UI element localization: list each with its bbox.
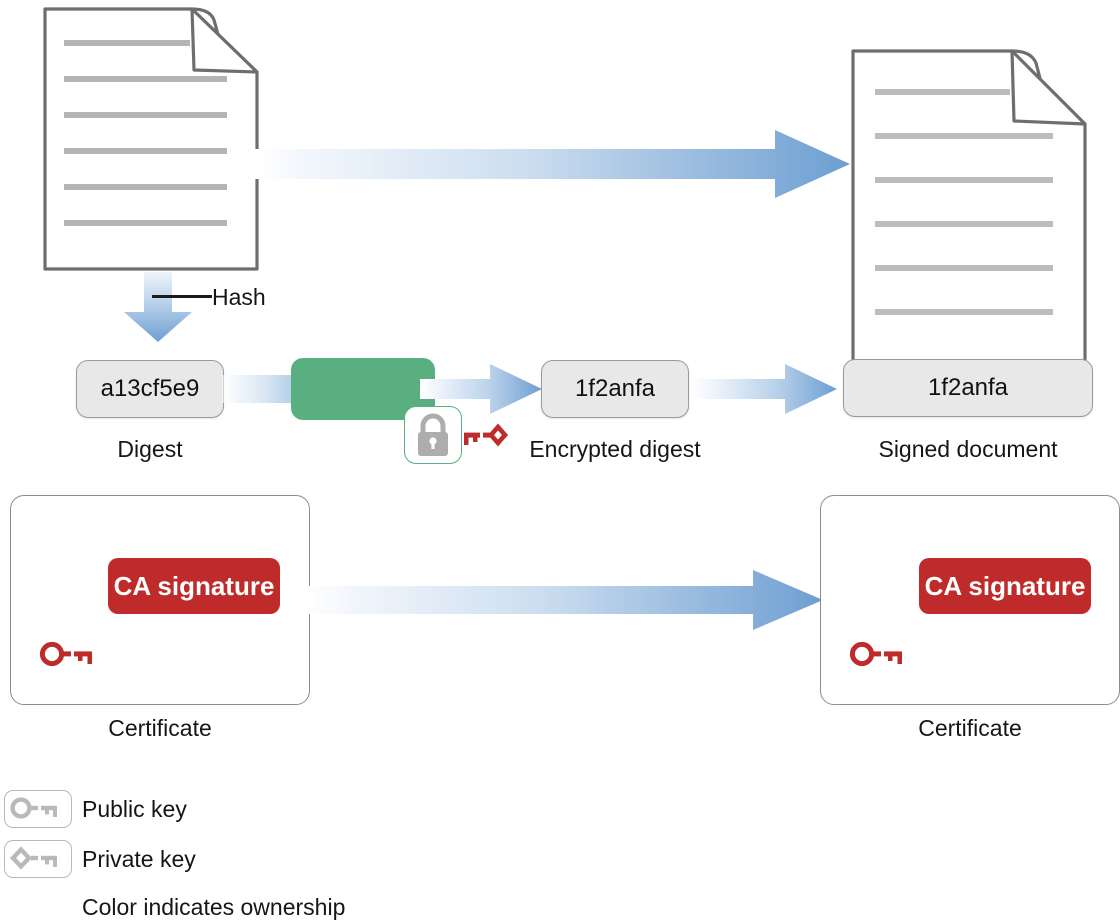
document-rules [875, 89, 1053, 315]
encrypted-digest-caption: Encrypted digest [529, 436, 701, 462]
signed-document-chip: 1f2anfa [843, 359, 1093, 417]
document-rules [64, 40, 227, 226]
digest-chip: a13cf5e9 [76, 360, 224, 418]
lock-icon [418, 413, 448, 456]
digest-caption: Digest [117, 436, 183, 462]
document-icon [43, 7, 259, 271]
encrypted-digest-value: 1f2anfa [574, 375, 656, 402]
private-key-icon [458, 418, 514, 452]
digest-to-signed-doc-arrow [692, 362, 837, 416]
signed-document-caption: Signed document [878, 436, 1058, 462]
certificate-transfer-arrow [305, 568, 823, 632]
certificate-card-left: CA signature [10, 495, 310, 705]
certificate-caption-left: Certificate [108, 715, 212, 741]
hash-label: Hash [212, 284, 266, 310]
legend-private-key-swatch [4, 840, 72, 878]
signed-document-icon [851, 49, 1087, 363]
digest-to-encrypt-arrow [222, 375, 297, 403]
hash-arrow [122, 272, 194, 342]
encrypted-digest-chip: 1f2anfa [541, 360, 689, 418]
ca-signature-badge-left: CA signature [108, 558, 280, 614]
source-document [42, 6, 260, 272]
document-transfer-arrow [255, 128, 850, 200]
legend-ownership-note: Color indicates ownership [82, 894, 346, 920]
private-key-icon [9, 846, 57, 870]
legend-public-key-swatch [4, 790, 72, 828]
legend-public-key-label: Public key [82, 796, 187, 822]
legend-private-key-label: Private key [82, 846, 196, 872]
hash-leader-line [152, 295, 212, 298]
public-key-icon [10, 797, 57, 819]
signed-document-page [850, 48, 1088, 363]
ca-signature-badge-right: CA signature [919, 558, 1091, 614]
public-key-icon [37, 636, 99, 672]
digest-value: a13cf5e9 [100, 375, 200, 402]
signed-document-value: 1f2anfa [927, 374, 1009, 401]
certificate-card-right: CA signature [820, 495, 1120, 705]
lock-badge [404, 406, 462, 464]
encrypt-output-arrow [420, 362, 542, 416]
public-key-icon [847, 636, 909, 672]
certificate-caption-right: Certificate [918, 715, 1022, 741]
